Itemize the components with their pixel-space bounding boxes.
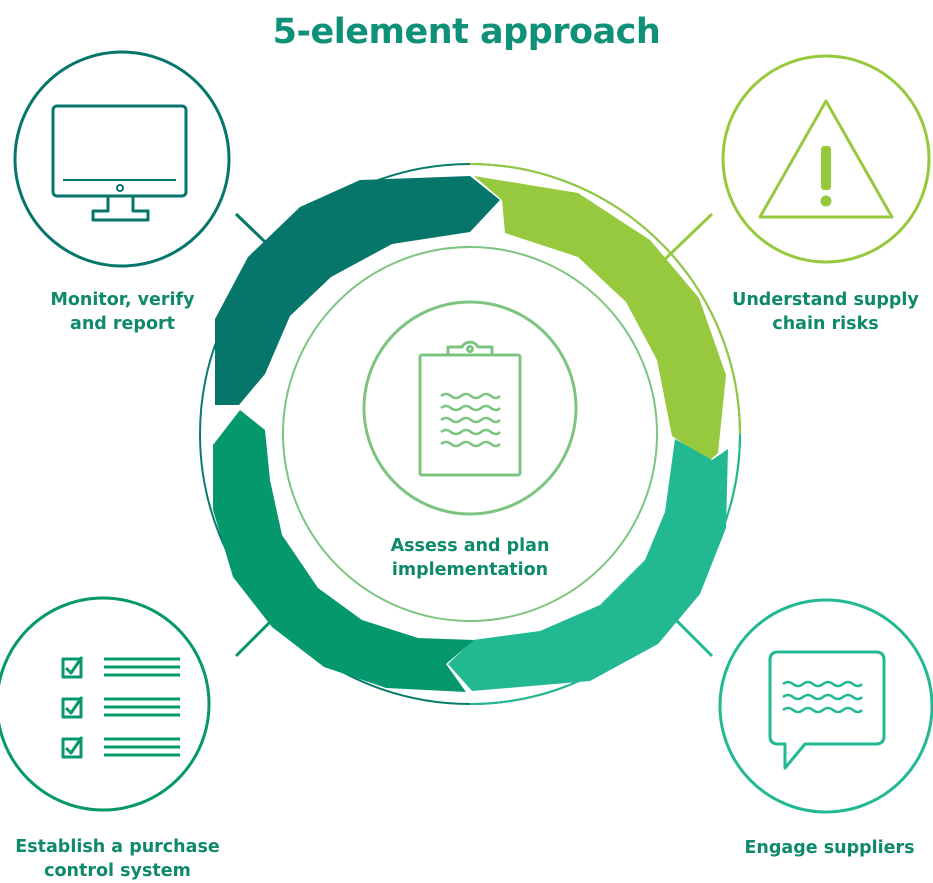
connector-purchase-control <box>234 604 288 658</box>
segment-purchase-control <box>213 410 474 692</box>
connector-suppliers <box>660 604 714 658</box>
purchase-control-label-line2: control system <box>44 861 191 881</box>
center-label: Assess and plan implementation <box>360 534 580 582</box>
purchase-control-circle <box>0 596 211 812</box>
connector-risks <box>660 212 714 264</box>
risks-label: Understand supply chain risks <box>718 288 933 336</box>
center-icon-ring <box>362 300 578 516</box>
monitor-label-line1: Monitor, verify <box>50 290 195 310</box>
monitor-label: Monitor, verify and report <box>20 288 225 336</box>
inner-ring <box>282 246 658 622</box>
monitor-icon <box>51 104 188 222</box>
warning-icon <box>758 99 894 219</box>
purchase-control-label: Establish a purchase control system <box>0 835 235 883</box>
checklist-icon <box>61 656 180 759</box>
monitor-label-line2: and report <box>70 314 175 334</box>
suppliers-label-line1: Engage suppliers <box>744 838 915 858</box>
segment-monitor <box>215 176 500 405</box>
monitor-circle <box>13 50 231 268</box>
outer-ring-accent-top-right <box>469 163 741 435</box>
risks-label-line1: Understand supply <box>732 290 919 310</box>
purchase-control-label-line1: Establish a purchase <box>15 837 220 857</box>
center-label-line1: Assess and plan <box>390 536 550 556</box>
center-label-line2: implementation <box>391 560 549 580</box>
diagram-title: 5-element approach <box>272 12 661 52</box>
speech-bubble-icon <box>768 650 886 770</box>
connector-monitor <box>234 212 288 264</box>
segment-suppliers <box>448 439 728 691</box>
risks-label-line2: chain risks <box>772 314 879 334</box>
suppliers-label: Engage suppliers <box>726 836 933 860</box>
suppliers-circle <box>718 598 933 814</box>
segment-risks <box>474 176 726 461</box>
clipboard-icon <box>418 340 522 477</box>
